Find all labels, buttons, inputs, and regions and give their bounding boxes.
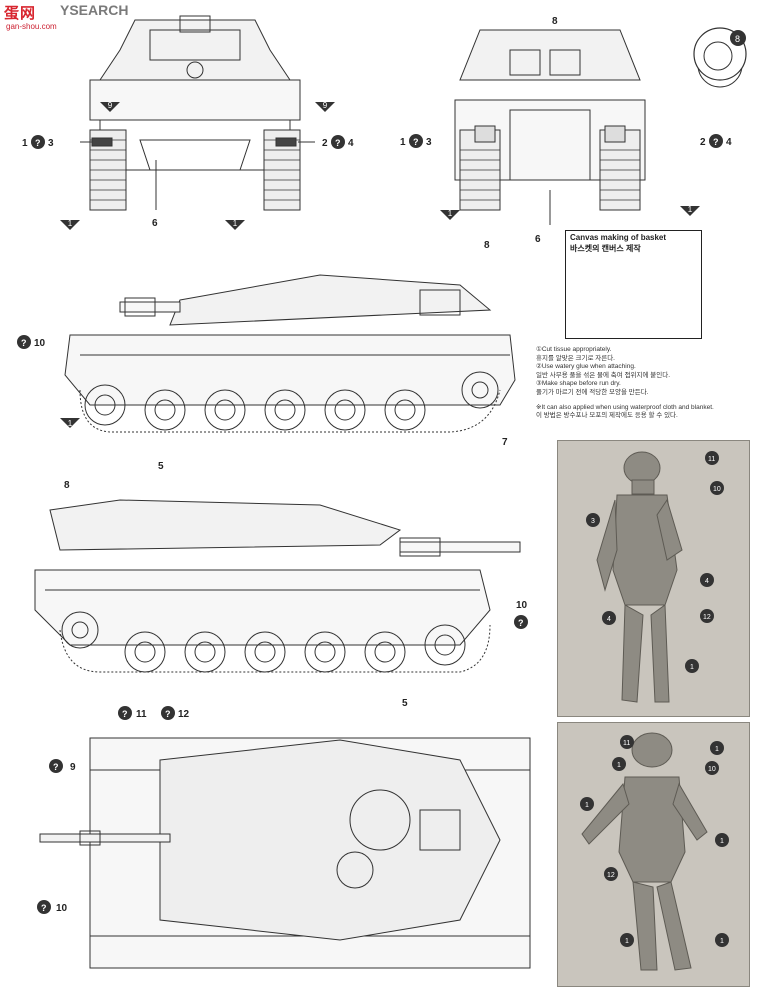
svg-text:?: ?	[165, 709, 171, 719]
label-front-6: 6	[152, 218, 158, 229]
tank-side-view-right: 8 10 ? 5	[34, 480, 528, 709]
label-rear-q3: 3	[426, 137, 432, 148]
label-side2-10: 10	[516, 600, 528, 611]
assembly-notes: ①Cut tissue appropriately. 휴지를 알맞은 크기로 자…	[536, 346, 756, 421]
label-front-q2: 2	[322, 138, 328, 149]
label-fig2-10: 10	[708, 766, 716, 773]
label-front-9b: 9	[323, 101, 328, 110]
svg-text:?: ?	[413, 137, 419, 147]
label-fig1-3: 3	[591, 518, 595, 525]
label-side1-7: 7	[502, 437, 508, 448]
canvas-title-en: Canvas making of basket	[570, 233, 667, 242]
label-rear-q2: 2	[700, 137, 706, 148]
note-2-ko: 일반 사무용 풀을 섞은 물에 축여 접위지에 붙인다.	[536, 371, 671, 379]
note-4-en: ※It can also applied when using waterpro…	[536, 403, 714, 411]
watermark-text: YSEARCH	[60, 2, 129, 18]
svg-text:?: ?	[35, 138, 41, 148]
figure-2-silhouette: 11 1 1 10 1 1 12 1 1	[580, 732, 729, 971]
canvas-inset-title: Canvas making of basket 바스켓의 캔버스 제작	[570, 232, 666, 254]
label-inset-8: 8	[735, 34, 740, 44]
label-fig2-1d: 1	[720, 838, 724, 845]
label-fig1-4b: 4	[607, 616, 611, 623]
label-side1-1: 1	[68, 419, 73, 428]
label-top-12: 12	[178, 709, 190, 720]
label-rear-1b: 1	[688, 205, 693, 214]
label-rear-6: 6	[535, 234, 541, 245]
label-fig2-12: 12	[607, 872, 615, 879]
label-side1-8: 8	[484, 240, 490, 251]
label-top-9: 9	[70, 762, 76, 773]
label-side1-5: 5	[158, 461, 164, 472]
svg-text:?: ?	[713, 137, 719, 147]
label-front-1a: 1	[68, 219, 73, 228]
label-rear-8: 8	[552, 16, 558, 27]
tank-rear-view: 1 1 8 1 ? 3 2 ? 4 6	[400, 16, 743, 245]
svg-text:?: ?	[21, 338, 27, 348]
label-fig1-11: 11	[708, 456, 715, 463]
label-front-9a: 9	[108, 101, 113, 110]
label-top-10: 10	[56, 903, 68, 914]
svg-text:?: ?	[53, 762, 59, 772]
label-front-q3: 3	[48, 138, 54, 149]
canvas-title-ko: 바스켓의 캔버스 제작	[570, 244, 641, 253]
svg-text:?: ?	[335, 138, 341, 148]
label-rear-q1: 1	[400, 137, 406, 148]
inset-circle: 8	[693, 27, 747, 81]
label-side2-5: 5	[402, 698, 408, 709]
watermark-url: gan-shou.com	[6, 22, 57, 31]
figure-1-silhouette: 11 10 3 4 4 12 1	[586, 451, 724, 703]
svg-text:?: ?	[518, 618, 524, 628]
label-fig2-1b: 1	[617, 762, 621, 769]
tank-side-view-left: 1 8 ? 10 5 7	[17, 240, 516, 472]
note-1-en: ①Cut tissue appropriately.	[536, 346, 612, 353]
label-fig2-11: 11	[623, 740, 630, 747]
note-2-en: ②Use watery glue when attaching.	[536, 363, 636, 371]
canvas-basket-inset	[565, 230, 702, 339]
label-rear-q4: 4	[726, 137, 732, 148]
label-front-1b: 1	[233, 219, 238, 228]
label-fig2-1c: 1	[585, 802, 589, 809]
label-fig2-1e: 1	[625, 938, 629, 945]
label-fig1-10: 10	[713, 486, 721, 493]
label-fig2-1a: 1	[715, 746, 719, 753]
label-fig1-12: 12	[703, 614, 711, 621]
watermark-logo: 蛋网	[4, 4, 37, 22]
note-3-en: ③Make shape before run dry.	[536, 380, 621, 388]
svg-text:?: ?	[41, 903, 47, 913]
label-fig2-1f: 1	[720, 938, 724, 945]
note-3-ko: 풀기가 마르기 전에 적당한 모양을 만든다.	[536, 388, 649, 396]
tank-front-view: 9 9 1 1 1 ? 3 2 ? 4 6	[22, 15, 354, 230]
tank-top-view: ? 11 ? 12 ? 9 ? 10	[37, 706, 531, 969]
label-top-11: 11	[136, 709, 147, 720]
note-1-ko: 휴지를 알맞은 크기로 자른다.	[536, 354, 615, 362]
label-front-q4: 4	[348, 138, 354, 149]
svg-text:?: ?	[122, 709, 128, 719]
label-fig1-4a: 4	[705, 578, 709, 585]
label-side2-8: 8	[64, 480, 70, 491]
watermark: 蛋网 YSEARCH gan-shou.com	[0, 0, 160, 34]
note-4-ko: 이 방법은 방수포나 모포의 제작에도 응용 할 수 있다.	[536, 412, 678, 420]
label-rear-1a: 1	[448, 209, 453, 218]
label-front-q1: 1	[22, 138, 28, 149]
label-side1-10: 10	[34, 338, 46, 349]
label-fig1-1: 1	[690, 664, 694, 671]
